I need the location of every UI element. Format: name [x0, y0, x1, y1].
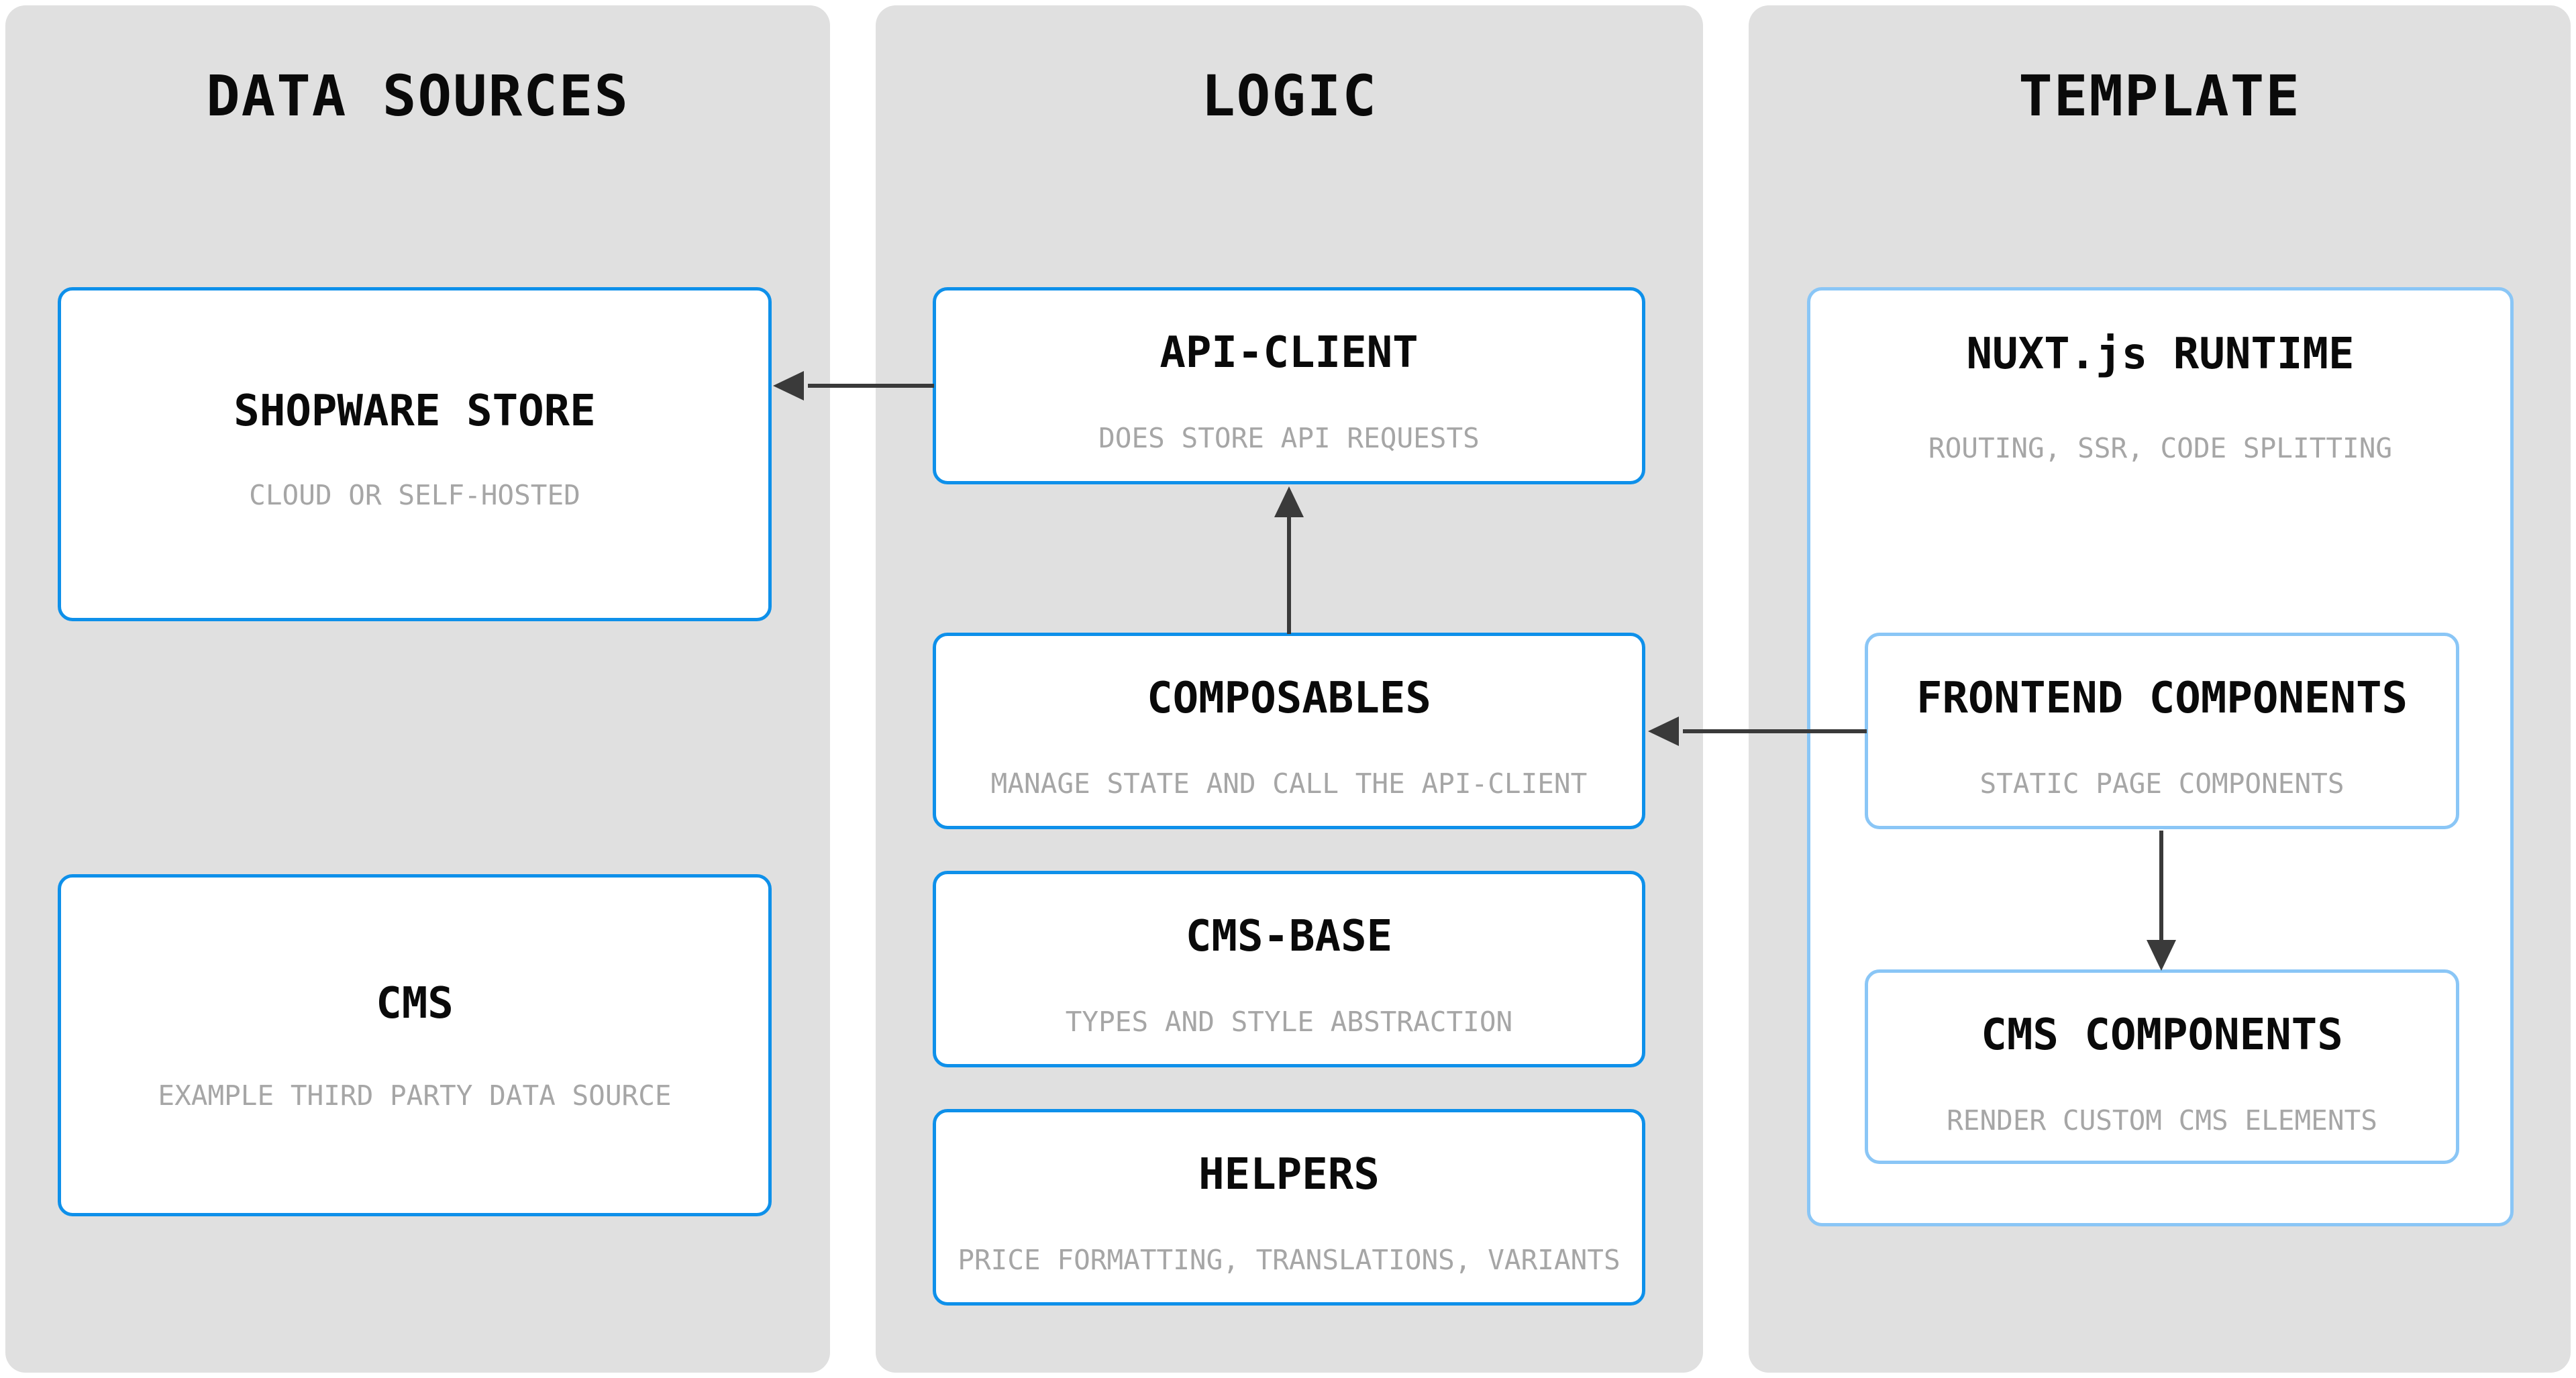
- box-subtitle-shopware-store: CLOUD OR SELF-HOSTED: [249, 479, 580, 511]
- box-api-client: API-CLIENT DOES STORE API REQUESTS: [933, 287, 1645, 484]
- box-subtitle-api-client: DOES STORE API REQUESTS: [1098, 422, 1480, 454]
- box-subtitle-helpers: PRICE FORMATTING, TRANSLATIONS, VARIANTS: [958, 1244, 1620, 1276]
- arrow-head-up-icon: [1274, 486, 1304, 517]
- arrow-head-down-icon: [2147, 940, 2176, 971]
- box-cms-components: CMS COMPONENTS RENDER CUSTOM CMS ELEMENT…: [1865, 969, 2459, 1164]
- box-shopware-store: SHOPWARE STORE CLOUD OR SELF-HOSTED: [58, 287, 772, 621]
- box-subtitle-cms-components: RENDER CUSTOM CMS ELEMENTS: [1947, 1104, 2377, 1136]
- box-cms: CMS EXAMPLE THIRD PARTY DATA SOURCE: [58, 874, 772, 1216]
- box-title-nuxt-runtime: NUXT.js RUNTIME: [1966, 329, 2355, 379]
- box-title-composables: COMPOSABLES: [1147, 674, 1431, 723]
- arrow-head-left-icon: [1648, 717, 1679, 746]
- box-title-frontend-components: FRONTEND COMPONENTS: [1916, 674, 2408, 723]
- box-composables: COMPOSABLES MANAGE STATE AND CALL THE AP…: [933, 633, 1645, 829]
- arrow-line: [808, 384, 934, 388]
- arrow-line: [2159, 831, 2163, 941]
- box-title-cms: CMS: [376, 979, 454, 1028]
- box-frontend-components: FRONTEND COMPONENTS STATIC PAGE COMPONEN…: [1865, 633, 2459, 829]
- box-title-cms-base: CMS-BASE: [1185, 912, 1393, 961]
- arrow-head-left-icon: [773, 371, 804, 401]
- box-title-helpers: HELPERS: [1198, 1150, 1380, 1200]
- box-subtitle-composables: MANAGE STATE AND CALL THE API-CLIENT: [990, 767, 1588, 800]
- arrow-line: [1287, 516, 1291, 634]
- box-title-cms-components: CMS COMPONENTS: [1981, 1010, 2343, 1060]
- box-cms-base: CMS-BASE TYPES AND STYLE ABSTRACTION: [933, 871, 1645, 1067]
- arrow-line: [1683, 729, 1867, 733]
- box-subtitle-cms-base: TYPES AND STYLE ABSTRACTION: [1065, 1006, 1513, 1038]
- box-title-shopware-store: SHOPWARE STORE: [234, 386, 596, 436]
- box-helpers: HELPERS PRICE FORMATTING, TRANSLATIONS, …: [933, 1109, 1645, 1306]
- box-subtitle-frontend-components: STATIC PAGE COMPONENTS: [1979, 767, 2345, 800]
- column-title-logic: LOGIC: [1201, 63, 1378, 129]
- box-subtitle-nuxt-runtime: ROUTING, SSR, CODE SPLITTING: [1928, 432, 2393, 464]
- column-title-data-sources: DATA SOURCES: [206, 63, 629, 129]
- box-subtitle-cms: EXAMPLE THIRD PARTY DATA SOURCE: [158, 1079, 672, 1112]
- box-title-api-client: API-CLIENT: [1160, 328, 1419, 378]
- column-title-template: TEMPLATE: [2018, 63, 2301, 129]
